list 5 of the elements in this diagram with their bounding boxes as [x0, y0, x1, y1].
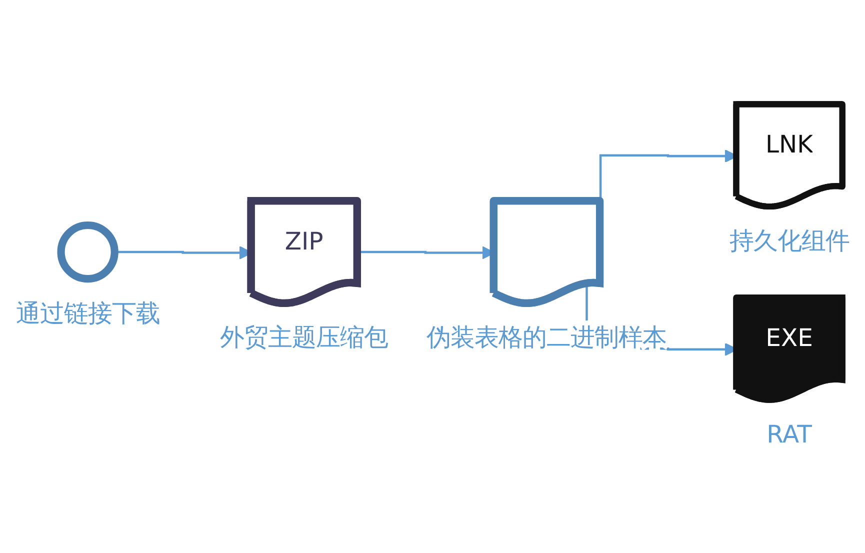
node-caption: 通过链接下载	[16, 298, 160, 328]
node-circle	[57, 221, 118, 283]
node-caption: RAT	[766, 419, 812, 448]
node-caption: 持久化组件	[729, 226, 850, 255]
node-caption: 外贸主题压缩包	[220, 322, 388, 352]
